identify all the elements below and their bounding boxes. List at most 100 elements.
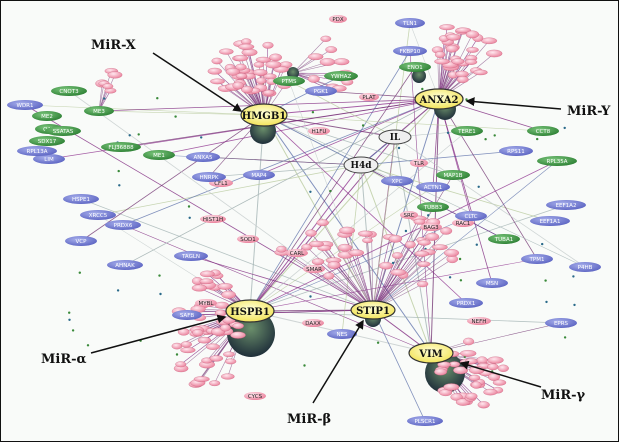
- network-edge: [249, 114, 265, 312]
- network-edge: [80, 114, 265, 242]
- eno1-node[interactable]: ENO1: [399, 62, 431, 72]
- pink-petal-node: [465, 358, 478, 365]
- eef1a2-node[interactable]: EEF1A2: [546, 200, 586, 210]
- src-node[interactable]: SRC: [400, 211, 418, 219]
- prdx1-node[interactable]: PRDX1: [449, 298, 483, 308]
- pink-petal-node: [255, 77, 267, 85]
- eprs-node[interactable]: EPRS: [545, 318, 577, 328]
- pink-petal-node: [443, 383, 460, 391]
- network-edge: [97, 164, 362, 216]
- h1fu-node[interactable]: H1FU: [308, 127, 330, 135]
- prdx6-node[interactable]: PRDX6: [105, 220, 141, 230]
- me1-node[interactable]: ME1: [143, 150, 175, 160]
- tubb3-node[interactable]: TUBB3: [417, 202, 449, 212]
- pgk1-node[interactable]: PGK1: [305, 86, 337, 96]
- vim-hub[interactable]: VIM: [408, 342, 454, 364]
- network-edge: [263, 98, 440, 116]
- edge-dot: [116, 289, 120, 292]
- cltc-node[interactable]: CLTC: [455, 211, 487, 221]
- edge-dot: [448, 276, 452, 279]
- network-edge: [208, 164, 362, 178]
- svg-text:ME1: ME1: [153, 153, 165, 159]
- bag3-node[interactable]: BAG3: [420, 223, 442, 231]
- mir-alpha-label: MiR-α: [41, 352, 87, 367]
- me3-node[interactable]: ME3: [84, 106, 114, 116]
- pdx-node[interactable]: PDX: [329, 15, 347, 23]
- network-edge: [394, 136, 586, 268]
- nefh-node[interactable]: NEFH: [467, 317, 491, 325]
- xpc-node[interactable]: XPC: [381, 176, 413, 186]
- rac1-node[interactable]: RAC1: [452, 219, 474, 227]
- plscr1-node[interactable]: PLSCR1: [407, 416, 443, 426]
- tln1-node[interactable]: TLN1: [395, 18, 425, 28]
- tagln-node[interactable]: TAGLN: [174, 251, 208, 261]
- pink-petal-node: [417, 261, 431, 267]
- mybl-node[interactable]: MYBL: [195, 299, 217, 307]
- nes-node[interactable]: NES: [327, 329, 357, 339]
- pink-petal-node: [487, 363, 499, 371]
- daxx-node[interactable]: DAXX: [302, 319, 324, 327]
- cct8-node[interactable]: CCT8: [527, 126, 559, 136]
- hist1h-node[interactable]: HIST1H: [200, 215, 226, 223]
- anxa2-hub[interactable]: ANXA2: [414, 88, 464, 110]
- ptms-node[interactable]: PTMS: [273, 76, 305, 86]
- safb-node[interactable]: SAFB: [172, 310, 202, 320]
- network-edge: [341, 164, 362, 335]
- sod1-node[interactable]: SOD1: [237, 235, 259, 243]
- svg-text:MYBL: MYBL: [199, 301, 215, 307]
- eef1a1-node[interactable]: EEF1A1: [530, 216, 570, 226]
- rpl13a-node[interactable]: RPL13A: [17, 146, 57, 156]
- pink-petal-node: [451, 58, 465, 65]
- tuba1-node[interactable]: TUBA1: [488, 234, 520, 244]
- edge-dot: [175, 353, 179, 356]
- svg-text:ME3: ME3: [93, 109, 105, 115]
- plat-node[interactable]: PLAT: [359, 93, 379, 101]
- xrcc5-node[interactable]: XRCC5: [80, 210, 116, 220]
- hnrpk-node[interactable]: HNRPK: [192, 172, 226, 182]
- fc2-node[interactable]: FLJ36888: [101, 142, 141, 152]
- tlr-node[interactable]: TLR: [410, 159, 428, 167]
- stip1-hub[interactable]: STIP1: [350, 300, 396, 320]
- ywhaz-node[interactable]: YWHAZ: [324, 71, 358, 81]
- vcp-node[interactable]: VCP: [65, 236, 97, 246]
- pink-petal-node: [311, 258, 325, 266]
- carl-node[interactable]: CARL: [286, 249, 308, 257]
- ssatas-node[interactable]: SSATAS: [45, 126, 81, 136]
- hmgb1-hub[interactable]: HMGB1: [240, 103, 288, 127]
- me2-node[interactable]: ME2: [32, 111, 62, 121]
- mir-gamma-callout: MiR-γ: [459, 360, 586, 403]
- pink-petal-node: [207, 67, 222, 75]
- tere1-node[interactable]: TERE1: [451, 126, 483, 136]
- actn1-node[interactable]: ACTN1: [416, 182, 450, 192]
- lim-node[interactable]: LIM: [33, 154, 65, 164]
- cycs-node[interactable]: CYCS: [244, 392, 266, 400]
- rps11-node[interactable]: RPS11: [499, 146, 533, 156]
- network-edge: [190, 255, 374, 311]
- svg-text:EPRS: EPRS: [554, 321, 569, 327]
- map4-node[interactable]: MAP4: [243, 170, 275, 180]
- pink-petal-node: [481, 37, 498, 45]
- svg-text:ME2: ME2: [41, 114, 53, 120]
- tpm1-node[interactable]: TPM1: [521, 254, 553, 264]
- edge-dot: [484, 138, 487, 141]
- map1b-node[interactable]: MAP1B: [436, 170, 470, 180]
- ahnak-node[interactable]: AHNAK: [107, 260, 143, 270]
- p4hb-node[interactable]: P4HB: [569, 262, 601, 272]
- cnot3-node[interactable]: CNOT3: [51, 86, 87, 96]
- pink-petal-node: [416, 280, 429, 288]
- rpl35a-node[interactable]: RPL35A: [537, 156, 577, 166]
- smar-node[interactable]: SMAR: [303, 265, 325, 273]
- anxa5-node[interactable]: ANXA5: [186, 152, 220, 162]
- svg-text:PLSCR1: PLSCR1: [414, 419, 435, 425]
- pink-petal-node: [468, 374, 481, 381]
- fkbp10-node[interactable]: FKBP10: [393, 46, 427, 56]
- h4d-node[interactable]: H4d: [343, 156, 379, 174]
- hspb1-hub[interactable]: HSPB1: [225, 299, 275, 323]
- hspe1-node[interactable]: HSPE1: [63, 194, 99, 204]
- wdr1-node[interactable]: WDR1: [7, 100, 43, 110]
- il-node[interactable]: IL: [378, 129, 412, 145]
- edge-dot: [200, 136, 203, 139]
- sdx17-node[interactable]: SDX17: [29, 136, 65, 146]
- msn-node[interactable]: MSN: [476, 278, 508, 288]
- svg-text:SAFB: SAFB: [180, 313, 195, 319]
